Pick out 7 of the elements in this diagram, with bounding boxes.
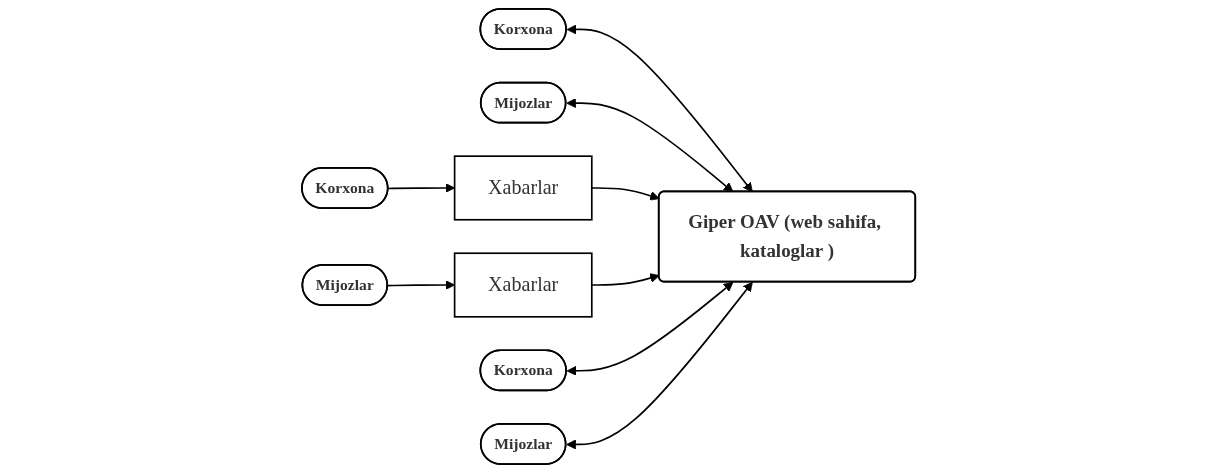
node-box: Xabarlar bbox=[454, 155, 593, 221]
arrow bbox=[387, 280, 456, 290]
arrow bbox=[567, 24, 754, 193]
arrow bbox=[566, 98, 734, 193]
node-box: Xabarlar bbox=[454, 252, 593, 318]
arrow bbox=[567, 281, 734, 376]
arrow bbox=[566, 281, 754, 450]
